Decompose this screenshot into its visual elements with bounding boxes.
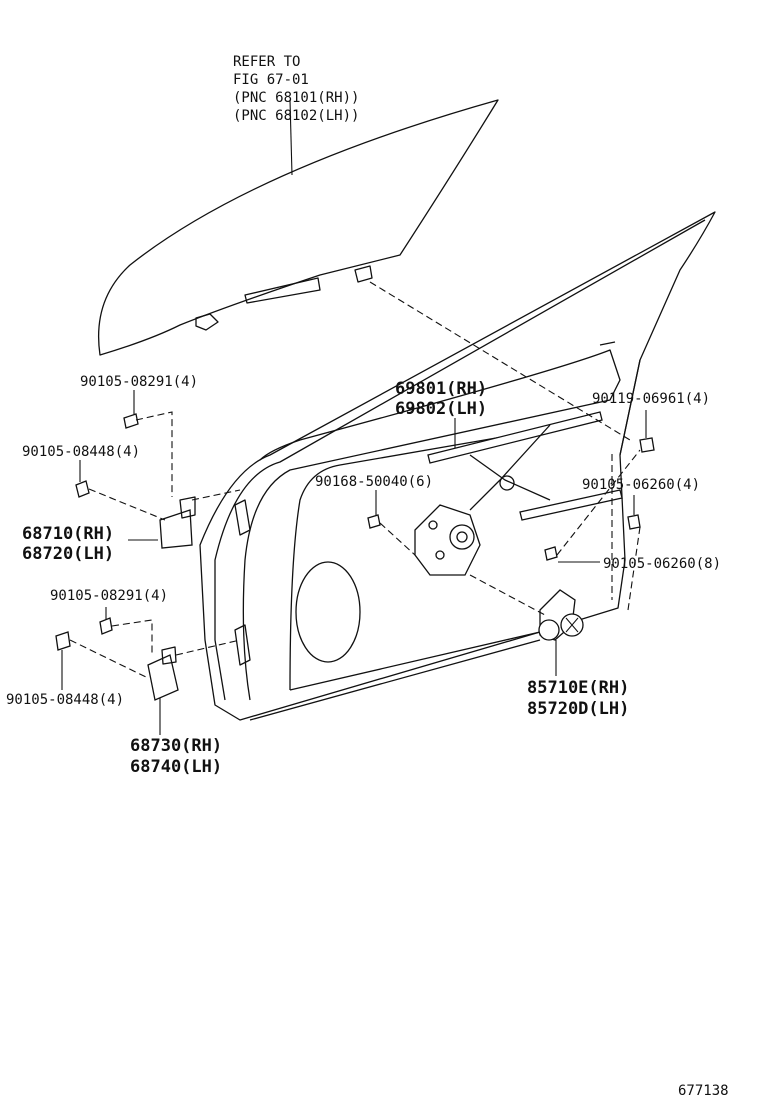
leader-lines <box>61 390 647 735</box>
label-upper-bolt-a: 90105-08291(4) <box>80 374 198 390</box>
label-upper-bolt-b: 90105-08448(4) <box>22 444 140 460</box>
door-glass <box>97 99 499 356</box>
label-regulator-screw: 90168-50040(6) <box>315 474 433 490</box>
label-regulator-rh: 69801(RH) <box>395 379 487 399</box>
label-upper-hinge-lh: 68720(LH) <box>22 544 114 564</box>
label-motor-rh: 85710E(RH) <box>527 678 629 698</box>
label-lower-bolt-a: 90105-08291(4) <box>50 588 168 604</box>
label-right-mid-bolt: 90105-06260(4) <box>582 477 700 493</box>
glass-ref-line-1: REFER TO <box>233 54 300 70</box>
label-lower-hinge-rh: 68730(RH) <box>130 736 222 756</box>
label-lower-hinge-lh: 68740(LH) <box>130 757 222 777</box>
label-upper-hinge-rh: 68710(RH) <box>22 524 114 544</box>
label-regulator-lh: 69802(LH) <box>395 399 487 419</box>
label-motor-lh: 85720D(LH) <box>527 699 629 719</box>
lower-hinge <box>147 646 179 701</box>
window-regulator <box>414 411 623 576</box>
door-panel <box>199 211 716 721</box>
glass-ref-line-2: FIG 67-01 <box>233 72 309 88</box>
label-right-top-bolt: 90119-06961(4) <box>592 391 710 407</box>
assembly-lines <box>69 281 641 679</box>
glass-ref-line-3: (PNC 68101(RH)) <box>233 90 359 106</box>
figure-number: 677138 <box>678 1083 729 1099</box>
label-lower-bolt-b: 90105-08448(4) <box>6 692 124 708</box>
glass-ref-line-4: (PNC 68102(LH)) <box>233 108 359 124</box>
upper-hinge <box>159 496 196 549</box>
label-right-low-bolt: 90105-06260(8) <box>603 556 721 572</box>
bolt-icon <box>55 413 655 651</box>
window-motor <box>538 589 584 641</box>
